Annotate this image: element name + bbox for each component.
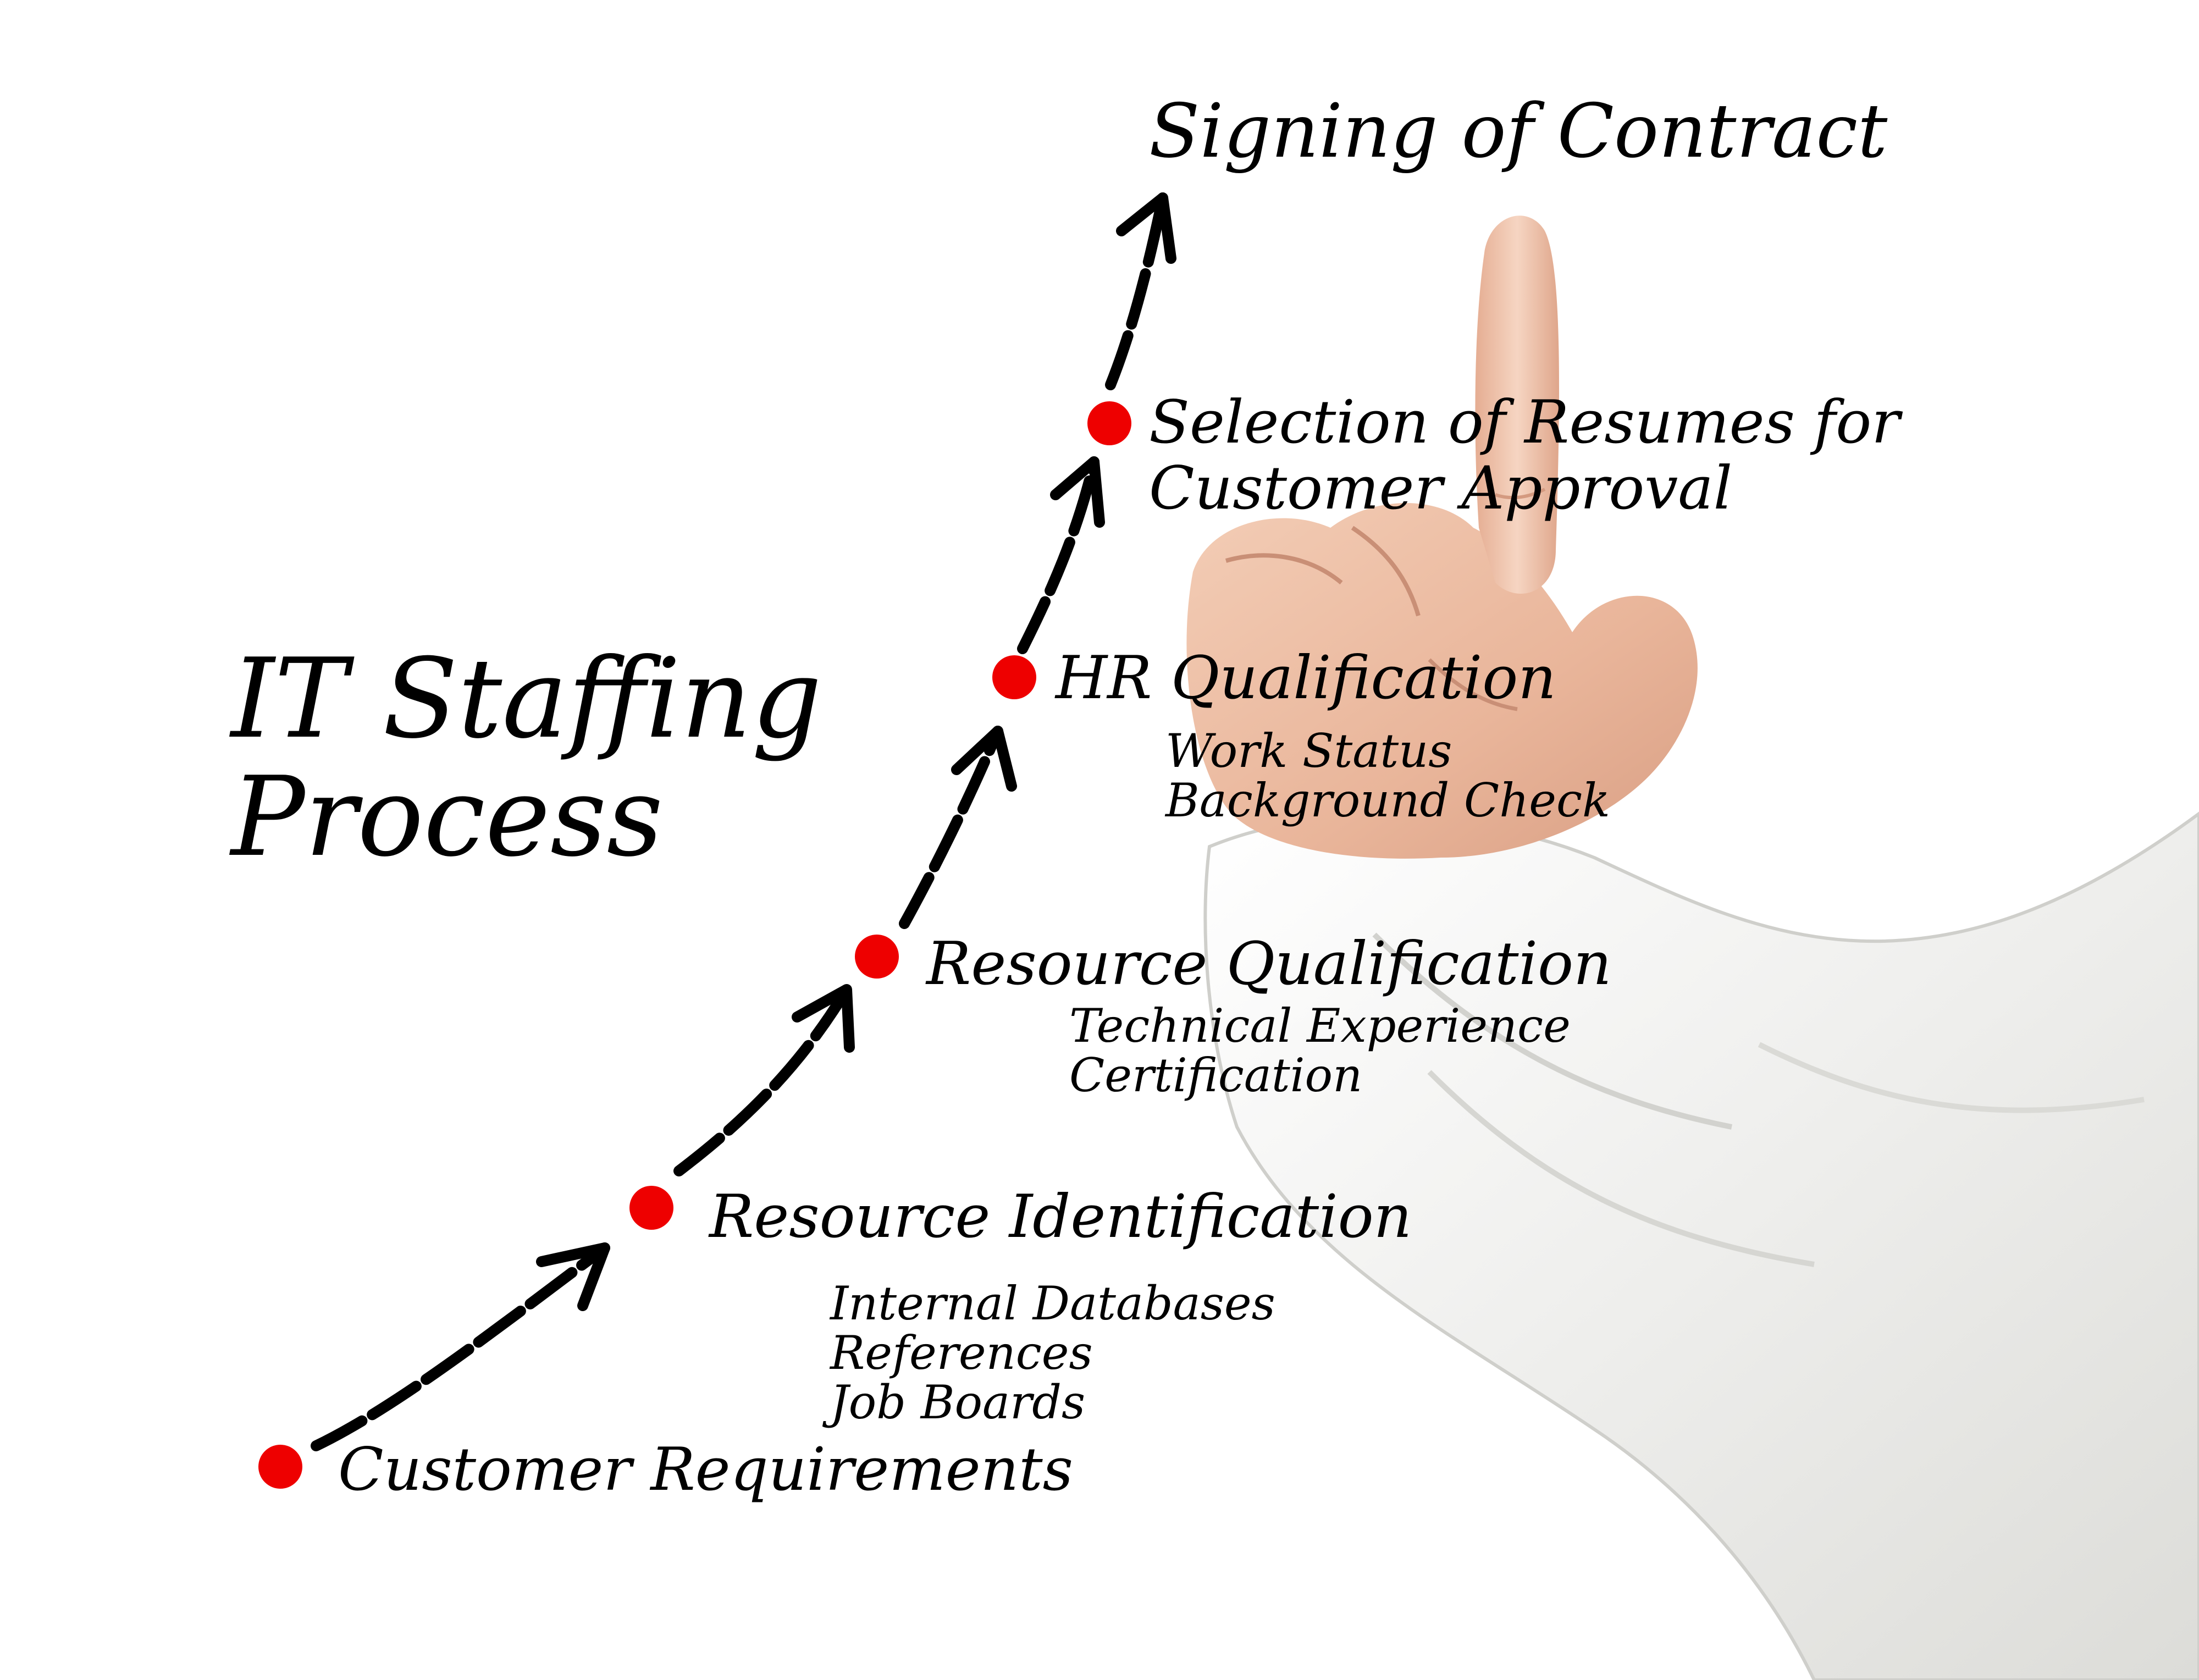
step-marker-resource-qualification: [855, 935, 899, 979]
step-label-customer-requirements: Customer Requirements: [338, 1435, 1073, 1504]
diagram-title: IT Staffing Process: [229, 635, 822, 881]
step-label-selection-line-1: Selection of Resumes for: [1149, 388, 1903, 457]
step-markers: [258, 401, 1131, 1489]
detail-background-check: Background Check: [1164, 773, 1610, 827]
arrow-3: [899, 726, 1003, 929]
detail-internal-databases: Internal Databases: [829, 1276, 1275, 1330]
step-label-resource-identification: Resource Identification: [708, 1182, 1412, 1251]
arrow-5: [1105, 192, 1168, 390]
step-marker-selection-of-resumes: [1087, 401, 1131, 445]
arrow-head-1: [536, 1242, 610, 1311]
index-finger-shape: [1475, 215, 1559, 594]
arrow-head-2: [792, 984, 855, 1053]
detail-technical-experience: Technical Experience: [1069, 999, 1571, 1053]
arrow-head-4: [1050, 456, 1105, 528]
arrow-head-5: [1116, 192, 1176, 264]
title-line-2: Process: [229, 753, 663, 881]
arrow-2: [673, 984, 852, 1176]
detail-references: References: [829, 1326, 1093, 1380]
step-labels: Customer Requirements Resource Identific…: [338, 388, 1903, 1504]
pointing-hand-icon: [1186, 215, 2199, 1680]
step-label-resource-qualification: Resource Qualification: [925, 930, 1612, 998]
step-marker-resource-identification: [629, 1186, 673, 1230]
process-arrows: [311, 192, 1176, 1451]
detail-work-status: Work Status: [1165, 724, 1452, 778]
final-step-label: Signing of Contract: [1149, 88, 1888, 174]
arrow-4: [1017, 456, 1100, 654]
step-marker-hr-qualification: [992, 655, 1036, 699]
detail-job-boards: Job Boards: [822, 1375, 1085, 1429]
step-details: Internal Databases References Job Boards…: [822, 724, 1610, 1429]
detail-certification: Certification: [1069, 1048, 1362, 1102]
arrow-1: [311, 1242, 610, 1451]
step-marker-customer-requirements: [258, 1445, 302, 1489]
palm-shape: [1186, 503, 1698, 859]
sleeve-shape: [1203, 811, 2199, 1680]
arrow-head-3: [951, 726, 1017, 792]
step-label-selection-line-2: Customer Approval: [1149, 454, 1732, 523]
title-line-1: IT Staffing: [229, 635, 822, 763]
step-label-hr-qualification: HR Qualification: [1054, 644, 1556, 712]
